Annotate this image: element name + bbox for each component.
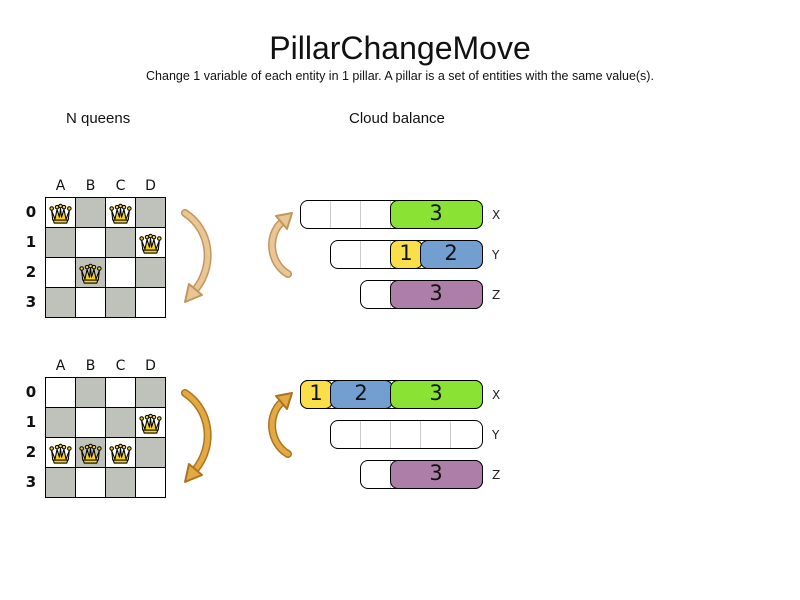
bar-label-y: Y: [492, 428, 500, 442]
bar-slot-divider: [360, 241, 361, 268]
cloud-move-arrow-after: [268, 392, 293, 458]
board-cell: [135, 257, 166, 288]
process-block: 1: [299, 379, 333, 409]
board-cell: [45, 407, 76, 438]
board-cell: [45, 287, 76, 318]
board-cell: [105, 287, 136, 318]
bar-slot-divider: [420, 421, 421, 448]
board-cell: [45, 257, 76, 288]
row-label: 3: [25, 293, 37, 311]
board-cell: [45, 227, 76, 258]
column-label: B: [85, 358, 96, 374]
process-block: 2: [419, 239, 483, 269]
column-label: D: [145, 358, 156, 374]
board-cell: [105, 467, 136, 498]
board-cell: [135, 377, 166, 408]
bar-slot-divider: [360, 201, 361, 228]
board-cell: [105, 377, 136, 408]
column-label: C: [115, 178, 126, 194]
nqueens-board-before: A B C D 0 1 2 3: [26, 178, 166, 318]
board-cell: [135, 437, 166, 468]
board-cell: [135, 197, 166, 228]
process-block: 3: [389, 279, 483, 309]
board-cell: [75, 227, 106, 258]
board-cell: [75, 197, 106, 228]
bar-label-y: Y: [492, 248, 500, 262]
bar-slot-divider: [450, 421, 451, 448]
row-label: 3: [25, 473, 37, 491]
row-label: 2: [25, 263, 37, 281]
queen-icon: [139, 233, 162, 254]
row-label: 0: [25, 383, 37, 401]
board-cell: [105, 407, 136, 438]
board-cell: [105, 227, 136, 258]
process-block: 3: [389, 379, 483, 409]
row-label: 1: [25, 233, 37, 251]
queen-icon: [49, 203, 72, 224]
section-label-nqueens: N queens: [66, 110, 131, 127]
section-label-cloud: Cloud balance: [349, 110, 445, 127]
column-label: C: [115, 358, 126, 374]
bar-slot-divider: [360, 421, 361, 448]
queen-icon: [79, 263, 102, 284]
column-label: A: [55, 358, 66, 374]
queen-icon: [109, 203, 132, 224]
row-label: 1: [25, 413, 37, 431]
nqueens-board-after: A B C D 0 1 2 3: [26, 358, 166, 498]
computer-bar-cloud-after-z: 3: [360, 459, 483, 489]
column-label: A: [55, 178, 66, 194]
computer-bar-cloud-after-y: [330, 420, 483, 449]
page-subtitle: Change 1 variable of each entity in 1 pi…: [146, 69, 654, 83]
board-cell: [45, 467, 76, 498]
row-label: 2: [25, 443, 37, 461]
nqueens-move-arrow-before: [181, 209, 212, 303]
bar-label-x: X: [492, 208, 501, 222]
board-cell: [75, 407, 106, 438]
column-label: B: [85, 178, 96, 194]
board-cell: [135, 467, 166, 498]
bar-label-z: Z: [492, 468, 501, 482]
queen-icon: [139, 413, 162, 434]
row-label: 0: [25, 203, 37, 221]
process-block: 1: [389, 239, 423, 269]
bar-slot-divider: [330, 201, 331, 228]
computer-bar-cloud-before-x: 3: [300, 199, 483, 229]
bar-slot-divider: [390, 421, 391, 448]
bar-label-x: X: [492, 388, 501, 402]
queen-icon: [79, 443, 102, 464]
computer-bar-cloud-before-z: 3: [360, 279, 483, 309]
board-cell: [45, 377, 76, 408]
process-block: 3: [389, 199, 483, 229]
board-cell: [75, 377, 106, 408]
process-block: 3: [389, 459, 483, 489]
cloud-move-arrow-before: [268, 212, 293, 278]
page-title: PillarChangeMove: [269, 30, 531, 66]
board-cell: [75, 287, 106, 318]
queen-icon: [109, 443, 132, 464]
column-label: D: [145, 178, 156, 194]
queen-icon: [49, 443, 72, 464]
process-block: 2: [329, 379, 393, 409]
board-cell: [75, 467, 106, 498]
bar-label-z: Z: [492, 288, 501, 302]
board-cell: [105, 257, 136, 288]
nqueens-move-arrow-after: [181, 389, 212, 483]
board-cell: [135, 287, 166, 318]
